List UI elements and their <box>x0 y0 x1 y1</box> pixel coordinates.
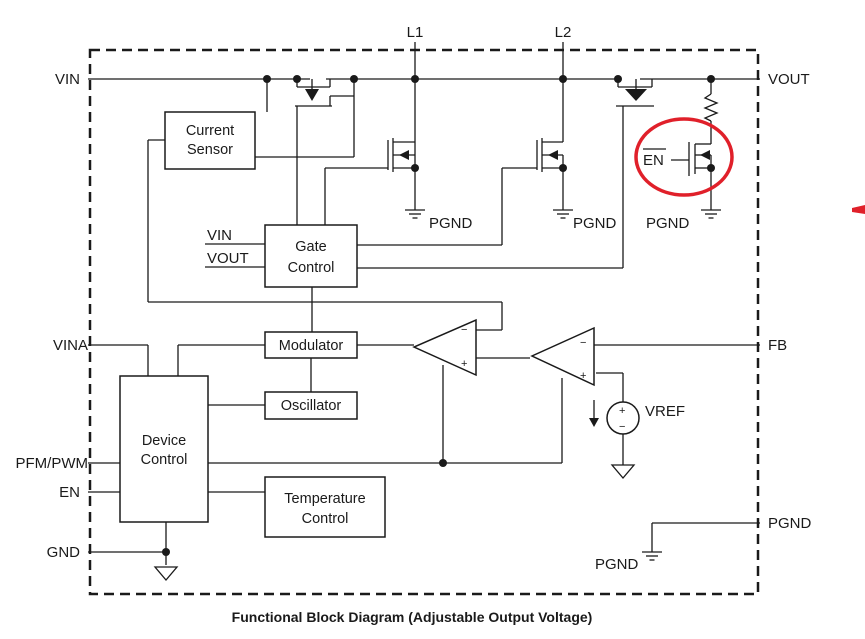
gate-input-vin: VIN <box>207 227 232 244</box>
pin-pfm-pwm: PFM/PWM <box>16 455 89 472</box>
pgnd4-ground-icon <box>641 551 663 561</box>
vref-source <box>606 401 640 435</box>
pin-l1: L1 <box>407 24 424 41</box>
vref-source-plus: + <box>619 405 625 417</box>
pmos2-body-diode <box>625 89 647 101</box>
amplifier-minus: − <box>580 337 586 349</box>
pin-fb: FB <box>768 337 787 354</box>
pgnd-label-4: PGND <box>595 556 639 573</box>
highlight-marker <box>852 205 865 214</box>
gate-control-line2: Control <box>288 260 335 276</box>
device-control-line1: Device <box>142 433 186 449</box>
device-control-line2: Control <box>141 452 188 468</box>
oscillator-label: Oscillator <box>281 398 342 414</box>
pin-vin: VIN <box>55 71 80 88</box>
comparator-minus: − <box>461 324 467 336</box>
temperature-control-line2: Control <box>302 511 349 527</box>
nmos2-arrow <box>548 150 558 160</box>
pin-gnd: GND <box>47 544 81 561</box>
en-bar-label: EN <box>643 152 664 169</box>
temperature-control-line1: Temperature <box>284 491 365 507</box>
amplifier-plus: + <box>580 370 586 382</box>
pmos1-body-diode <box>305 89 319 101</box>
current-sensor-line1: Current <box>186 123 234 139</box>
junction-dots <box>162 75 715 556</box>
pin-pgnd: PGND <box>768 515 812 532</box>
current-sensor-block <box>164 111 256 170</box>
pin-vout: VOUT <box>768 71 810 88</box>
current-sensor-line2: Sensor <box>187 142 233 158</box>
ic-boundary <box>88 48 760 596</box>
comparator-plus: + <box>461 358 467 370</box>
pin-en: EN <box>59 484 80 501</box>
pin-l2: L2 <box>555 24 572 41</box>
gate-control-block <box>264 224 358 288</box>
highlight-circle <box>634 117 734 197</box>
error-comparator <box>412 318 477 377</box>
en-switch-arrow <box>700 150 710 160</box>
pin-vina: VINA <box>53 337 88 354</box>
pgnd-label-3: PGND <box>646 215 690 232</box>
pgnd2-ground-icon <box>552 209 574 219</box>
pgnd-label-2: PGND <box>573 215 617 232</box>
gate-control-line1: Gate <box>295 239 326 255</box>
error-amplifier <box>530 326 595 387</box>
device-control-block <box>119 375 209 523</box>
pgnd1-ground-icon <box>404 209 426 219</box>
diagram-caption: Functional Block Diagram (Adjustable Out… <box>232 609 593 625</box>
vref-label: VREF <box>645 403 685 420</box>
modulator-block <box>264 331 358 359</box>
nmos1-arrow <box>399 150 409 160</box>
gnd-ground-icon <box>153 566 179 582</box>
gate-input-vout: VOUT <box>207 250 249 267</box>
pgnd-label-1: PGND <box>429 215 473 232</box>
vref-source-minus: − <box>619 421 625 433</box>
vref-ground-icon <box>610 464 636 480</box>
oscillator-block <box>264 391 358 420</box>
pgnd3-ground-icon <box>700 209 722 219</box>
temperature-control-block <box>264 476 386 538</box>
modulator-label: Modulator <box>279 338 344 354</box>
vref-arrow <box>589 418 599 427</box>
